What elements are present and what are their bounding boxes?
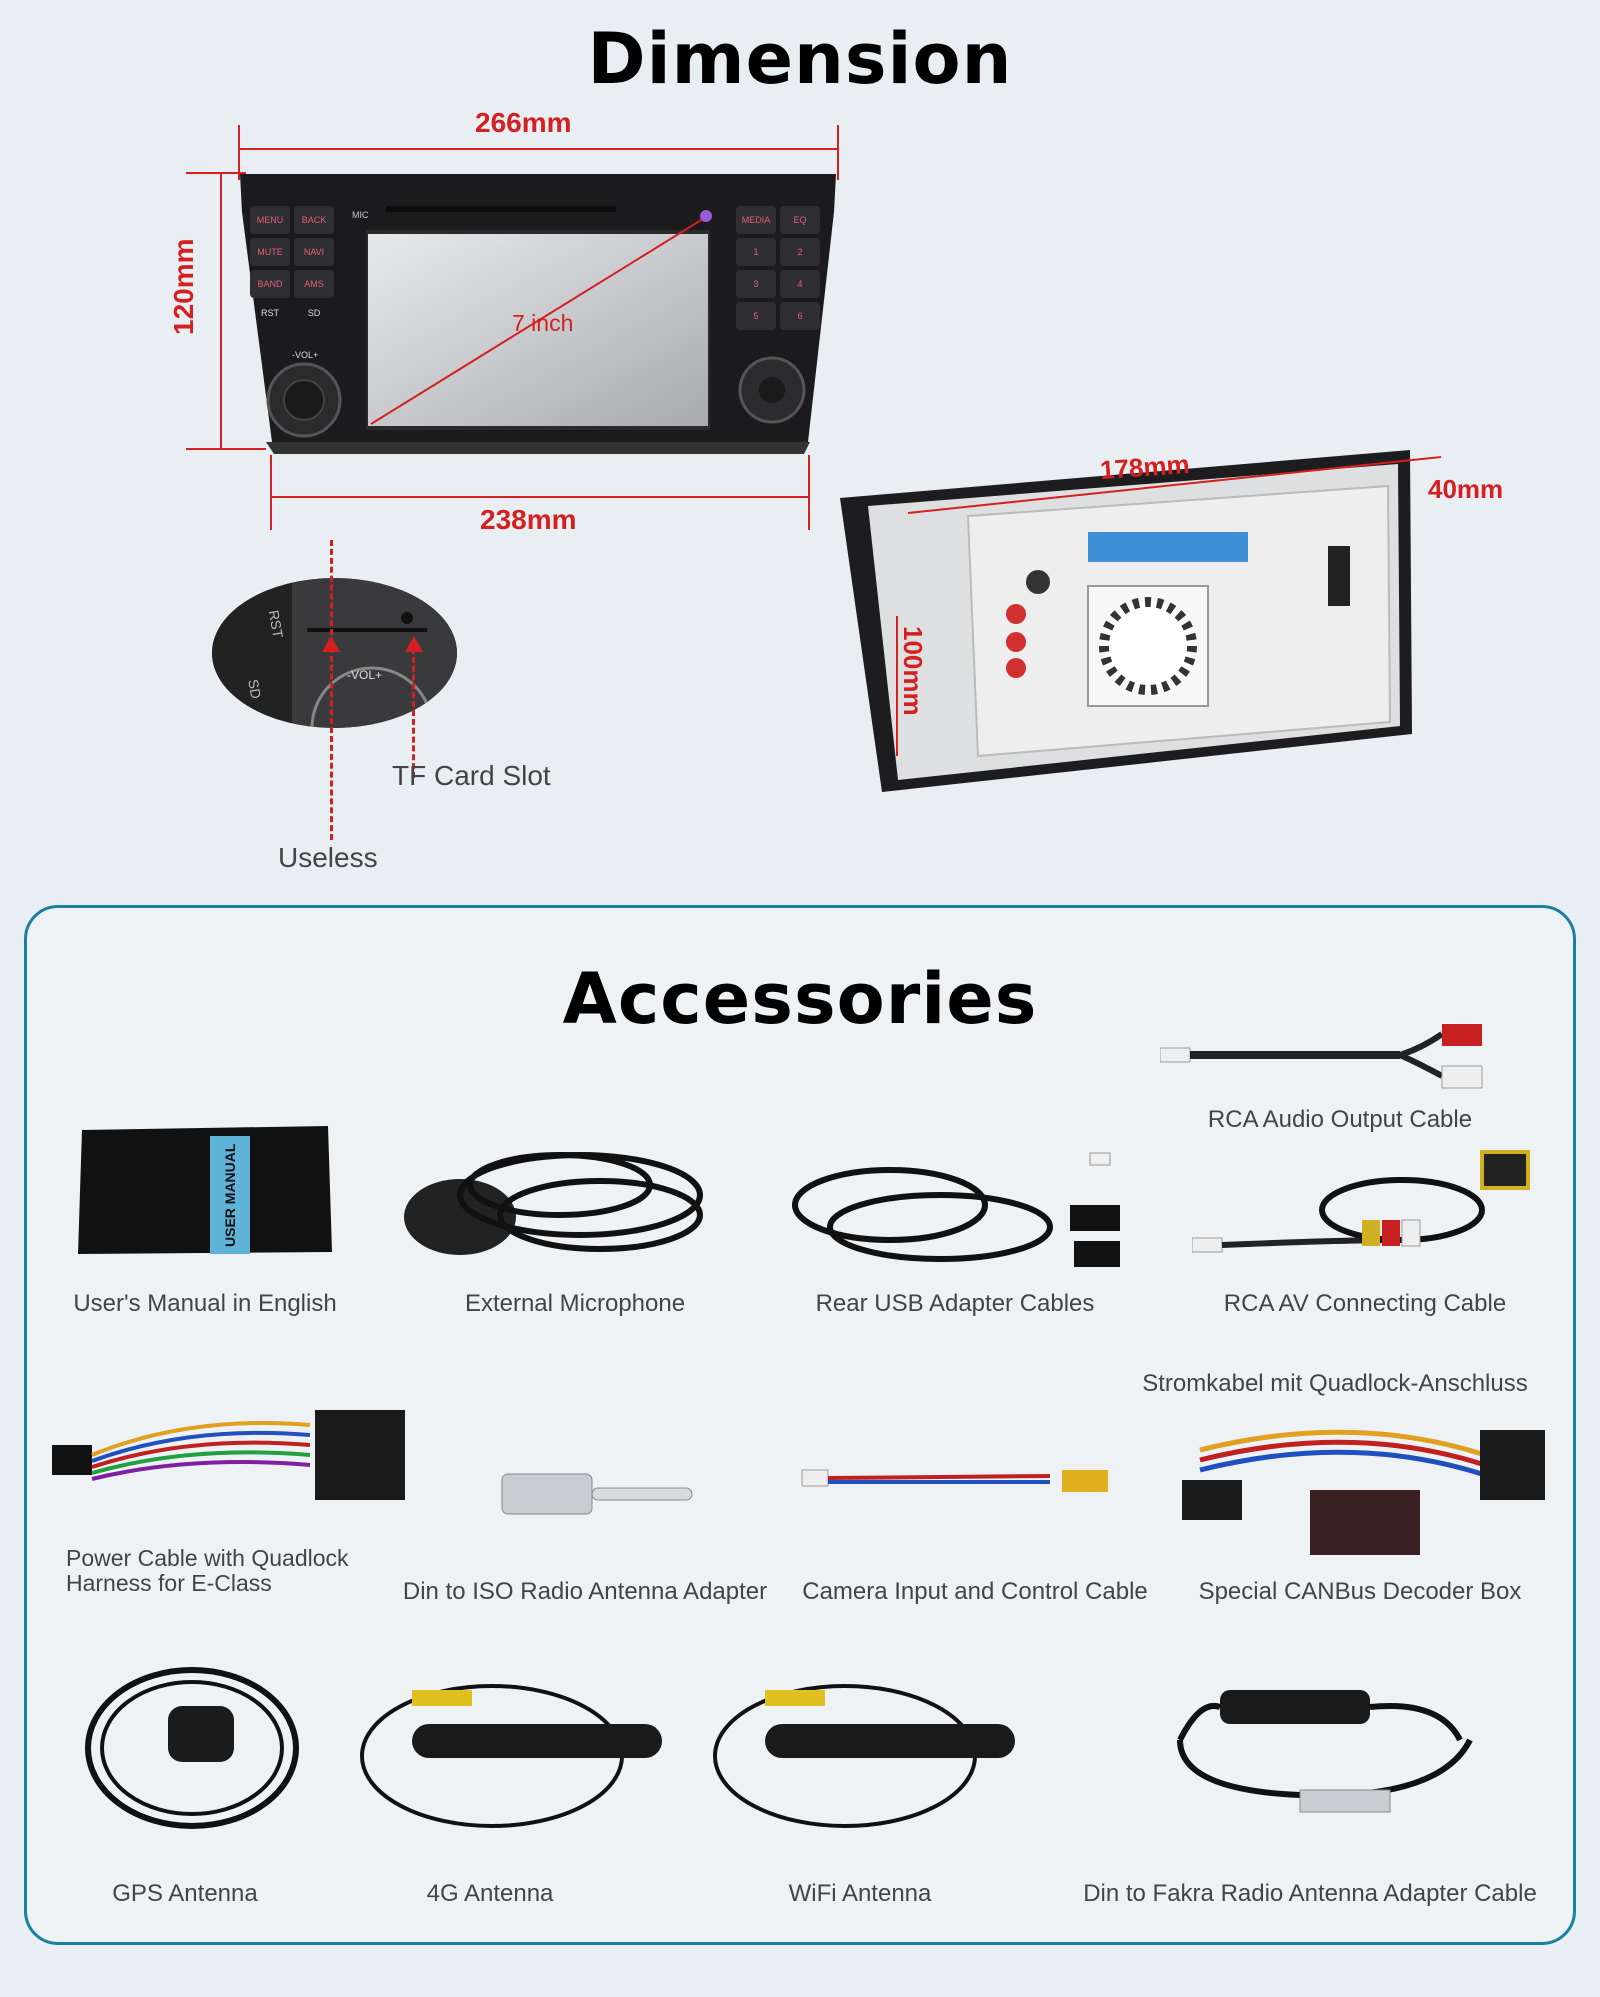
user-manual-text: USER MANUAL xyxy=(210,1136,250,1254)
front-mic-label: MIC xyxy=(352,210,369,220)
dim-tick-bottom xyxy=(186,448,266,450)
key-6[interactable]: 6 xyxy=(780,302,820,330)
key-rst[interactable]: RST xyxy=(261,308,279,318)
4g-antenna-image xyxy=(352,1664,667,1839)
key-band[interactable]: BAND xyxy=(250,270,290,298)
key-navi[interactable]: NAVI xyxy=(294,238,334,266)
dim-line-120 xyxy=(220,172,222,449)
zoom-sd-label: SD xyxy=(245,678,265,700)
dim-label-40: 40mm xyxy=(1428,474,1504,504)
power-cable-label: Power Cable with Quadlock Harness for E-… xyxy=(66,1545,349,1596)
back-unit-body xyxy=(840,450,1412,792)
external-microphone-image xyxy=(400,1135,740,1280)
dim-line-238 xyxy=(270,496,810,498)
key-1[interactable]: 1 xyxy=(736,238,776,266)
key-mute[interactable]: MUTE xyxy=(250,238,290,266)
camera-cable-label: Camera Input and Control Cable xyxy=(802,1578,1148,1605)
gps-antenna-label: GPS Antenna xyxy=(112,1880,258,1907)
useless-label: Useless xyxy=(278,842,378,873)
dim-line-100 xyxy=(896,616,898,756)
accessories-panel xyxy=(24,905,1576,1945)
screen-size-label: 7 inch xyxy=(512,310,574,336)
dimension-title: Dimension xyxy=(587,18,1013,100)
canbus-decoder-label: Special CANBus Decoder Box xyxy=(1198,1578,1522,1605)
external-microphone-label: External Microphone xyxy=(464,1290,686,1317)
front-unit-body xyxy=(240,174,836,454)
rca-audio-cable-label: RCA Audio Output Cable xyxy=(1207,1106,1473,1133)
tf-card-slot-label: TF Card Slot xyxy=(392,760,551,791)
zoom-detail-drawing xyxy=(212,578,457,728)
wifi-antenna-image xyxy=(705,1664,1020,1839)
dim-label-100: 100mm xyxy=(898,626,928,716)
din-fakra-adapter-image xyxy=(1140,1680,1480,1825)
din-iso-adapter-image xyxy=(500,1470,700,1525)
user-manual-image: USER MANUAL xyxy=(78,1122,334,1262)
dim-tick-right xyxy=(837,125,839,180)
arrow-useless xyxy=(330,540,333,840)
rear-usb-cable-label: Rear USB Adapter Cables xyxy=(815,1290,1095,1317)
dim-tick-left xyxy=(238,125,240,180)
dim-tick-bl xyxy=(270,455,272,530)
din-iso-adapter-label: Din to ISO Radio Antenna Adapter xyxy=(402,1578,768,1605)
4g-antenna-label: 4G Antenna xyxy=(426,1880,554,1907)
camera-cable-image xyxy=(800,1440,1130,1525)
dim-label-178: 178mm xyxy=(1099,448,1191,486)
dim-line-266 xyxy=(238,148,838,150)
key-5[interactable]: 5 xyxy=(736,302,776,330)
wifi-antenna-label: WiFi Antenna xyxy=(788,1880,932,1907)
dim-label-266: 266mm xyxy=(475,107,572,138)
rear-usb-cable-image xyxy=(790,1145,1140,1285)
user-manual-label: User's Manual in English xyxy=(73,1290,337,1317)
accessories-title: Accessories xyxy=(562,958,1038,1040)
key-sd[interactable]: SD xyxy=(307,308,321,318)
key-2[interactable]: 2 xyxy=(780,238,820,266)
rca-av-cable-image xyxy=(1191,1150,1537,1285)
front-vol-label: -VOL+ xyxy=(292,350,319,360)
rca-audio-cable-image xyxy=(1159,1010,1530,1105)
key-media[interactable]: MEDIA xyxy=(736,206,776,234)
key-ams[interactable]: AMS xyxy=(294,270,334,298)
key-4[interactable]: 4 xyxy=(780,270,820,298)
front-keys-right: MEDIA EQ 1 2 3 4 5 6 xyxy=(736,206,820,330)
stromkabel-label: Stromkabel mit Quadlock-Anschluss xyxy=(1142,1370,1528,1397)
key-back[interactable]: BACK xyxy=(294,206,334,234)
canbus-decoder-image xyxy=(1180,1420,1550,1565)
dim-tick-br xyxy=(808,455,810,530)
arrow-useless-head xyxy=(322,636,340,652)
front-keys-left: MENU BACK MUTE NAVI BAND AMS RST SD xyxy=(250,206,334,324)
gps-antenna-image xyxy=(80,1660,305,1835)
dim-tick-top xyxy=(186,172,246,174)
rca-av-cable-label: RCA AV Connecting Cable xyxy=(1223,1290,1507,1317)
key-menu[interactable]: MENU xyxy=(250,206,290,234)
zoom-vol-label: -VOL+ xyxy=(347,668,383,682)
key-3[interactable]: 3 xyxy=(736,270,776,298)
dim-label-238: 238mm xyxy=(480,504,577,535)
zoom-detail: RST SD -VOL+ xyxy=(212,578,457,728)
arrow-tf xyxy=(412,648,415,778)
key-eq[interactable]: EQ xyxy=(780,206,820,234)
front-unit: MIC MENU BACK MUTE NAVI BAND AMS RST SD … xyxy=(236,172,840,454)
arrow-tf-head xyxy=(405,636,423,652)
back-unit: 178mm 40mm 100mm xyxy=(838,446,1503,796)
din-fakra-adapter-label: Din to Fakra Radio Antenna Adapter Cable xyxy=(1083,1880,1537,1907)
dim-label-120: 120mm xyxy=(168,238,199,335)
power-cable-image xyxy=(50,1395,410,1520)
